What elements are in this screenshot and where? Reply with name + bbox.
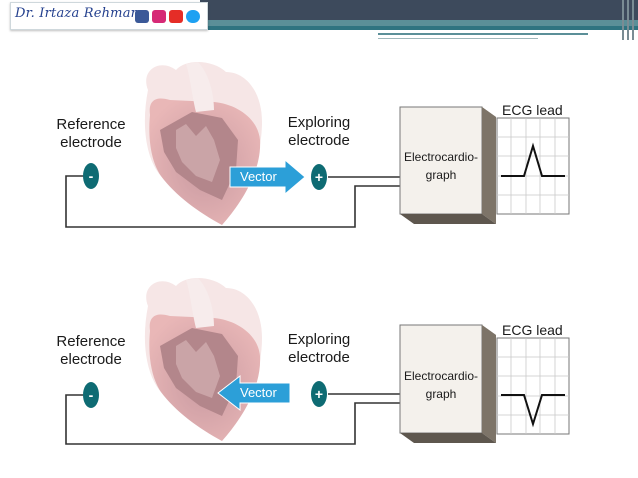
exploring-electrode-label-top: Exploring electrode [278,114,360,150]
facebook-icon[interactable] [135,10,149,23]
device-label-bottom: Electrocardio- graph [400,367,482,403]
panel-bottom [65,277,570,445]
panel-top [65,61,570,228]
exploring-electrode-top [311,164,327,190]
ecg-strip-bottom [496,337,570,435]
plus-sign-bottom: + [314,386,324,402]
plus-sign-top: + [314,169,324,185]
reference-label-line1: Reference [56,333,126,350]
device-label-line1: Electrocardio- [403,369,479,383]
electrocardiograph-box-top [399,106,496,224]
youtube-icon[interactable] [169,10,183,23]
twitter-icon[interactable] [186,10,200,23]
device-label-line2: graph [425,387,457,401]
reference-electrode-label-top: Reference electrode [50,116,132,152]
exploring-label-line1: Exploring [287,114,351,131]
minus-sign-bottom: - [88,387,94,403]
instagram-icon[interactable] [152,10,166,23]
header-banner: Dr. Irtaza Rehman [0,0,638,40]
exploring-label-line2: electrode [288,132,350,149]
ecg-trace-negative [501,394,565,428]
ecg-lead-label-top: ECG lead [502,102,563,118]
ecg-strip-top [496,117,570,215]
brand-badge: Dr. Irtaza Rehman [10,2,208,30]
exploring-electrode-label-bottom: Exploring electrode [278,331,360,367]
reference-label-line2: electrode [60,134,122,151]
reference-electrode-top [83,163,99,189]
exploring-label-line1: Exploring [287,331,351,348]
device-label-line2: graph [425,168,457,182]
vector-label-top: Vector [240,169,277,184]
ecg-trace-positive [501,142,565,177]
vector-label-bottom: Vector [240,385,277,400]
vector-arrow-bottom [217,374,291,412]
ecg-lead-label-bottom: ECG lead [502,322,563,338]
reference-electrode-bottom [83,382,99,408]
exploring-electrode-bottom [311,381,327,407]
exploring-label-line2: electrode [288,349,350,366]
electrocardiograph-box-bottom [399,324,496,443]
device-label-top: Electrocardio- graph [400,148,482,184]
wire-reference-bottom [65,394,400,445]
device-label-line1: Electrocardio- [403,150,479,164]
wire-reference-top [65,175,400,228]
banner-decoration [200,0,638,40]
reference-label-line2: electrode [60,351,122,368]
brand-name: Dr. Irtaza Rehman [15,6,140,21]
reference-label-line1: Reference [56,116,126,133]
heart-bottom [144,277,262,441]
reference-electrode-label-bottom: Reference electrode [50,333,132,369]
vector-arrow-top [229,158,306,196]
minus-sign-top: - [88,168,94,184]
heart-top [144,61,262,225]
